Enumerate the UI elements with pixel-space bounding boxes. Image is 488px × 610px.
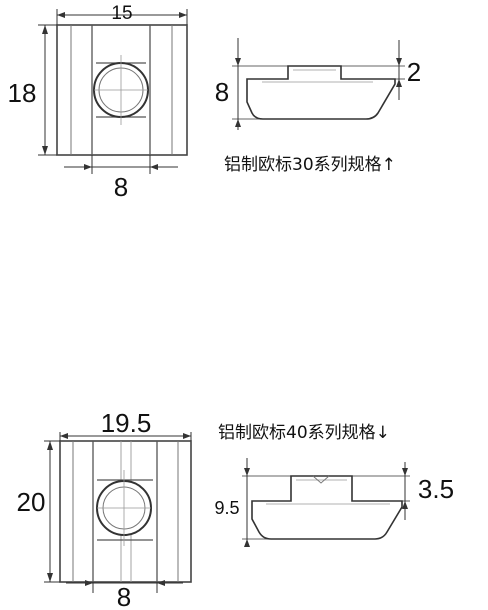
bottom-slot-dimension: 8	[66, 580, 183, 610]
top-lip-label: 2	[407, 57, 421, 87]
top-caption: 铝制欧标30系列规格↑	[224, 155, 396, 175]
bottom-lip-dimension: 3.5	[352, 462, 454, 520]
top-front-view	[56, 24, 188, 156]
bottom-profile-height-label: 9.5	[214, 498, 239, 518]
top-slot-dimension: 8	[64, 155, 178, 202]
top-slot-label: 8	[114, 172, 128, 202]
bottom-width-label: 19.5	[101, 408, 152, 438]
bottom-side-profile	[251, 475, 403, 540]
bottom-caption: 铝制欧标40系列规格↓	[218, 423, 390, 443]
bottom-height-label: 20	[17, 487, 46, 517]
top-lip-dimension: 2	[341, 40, 421, 100]
bottom-width-dimension: 19.5	[59, 408, 192, 441]
bottom-profile-height-dimension: 9.5	[214, 458, 291, 547]
bottom-front-view	[59, 440, 192, 583]
bottom-lip-label: 3.5	[418, 474, 454, 504]
top-side-profile	[246, 65, 396, 120]
top-profile-height-dimension: 8	[215, 38, 288, 130]
bottom-height-dimension: 20	[17, 440, 60, 583]
bottom-slot-label: 8	[117, 582, 131, 610]
top-height-dimension: 18	[8, 24, 57, 156]
top-width-dimension: 15	[56, 3, 188, 25]
top-profile-height-label: 8	[215, 77, 229, 107]
top-height-label: 18	[8, 78, 37, 108]
top-width-label: 15	[111, 3, 132, 24]
